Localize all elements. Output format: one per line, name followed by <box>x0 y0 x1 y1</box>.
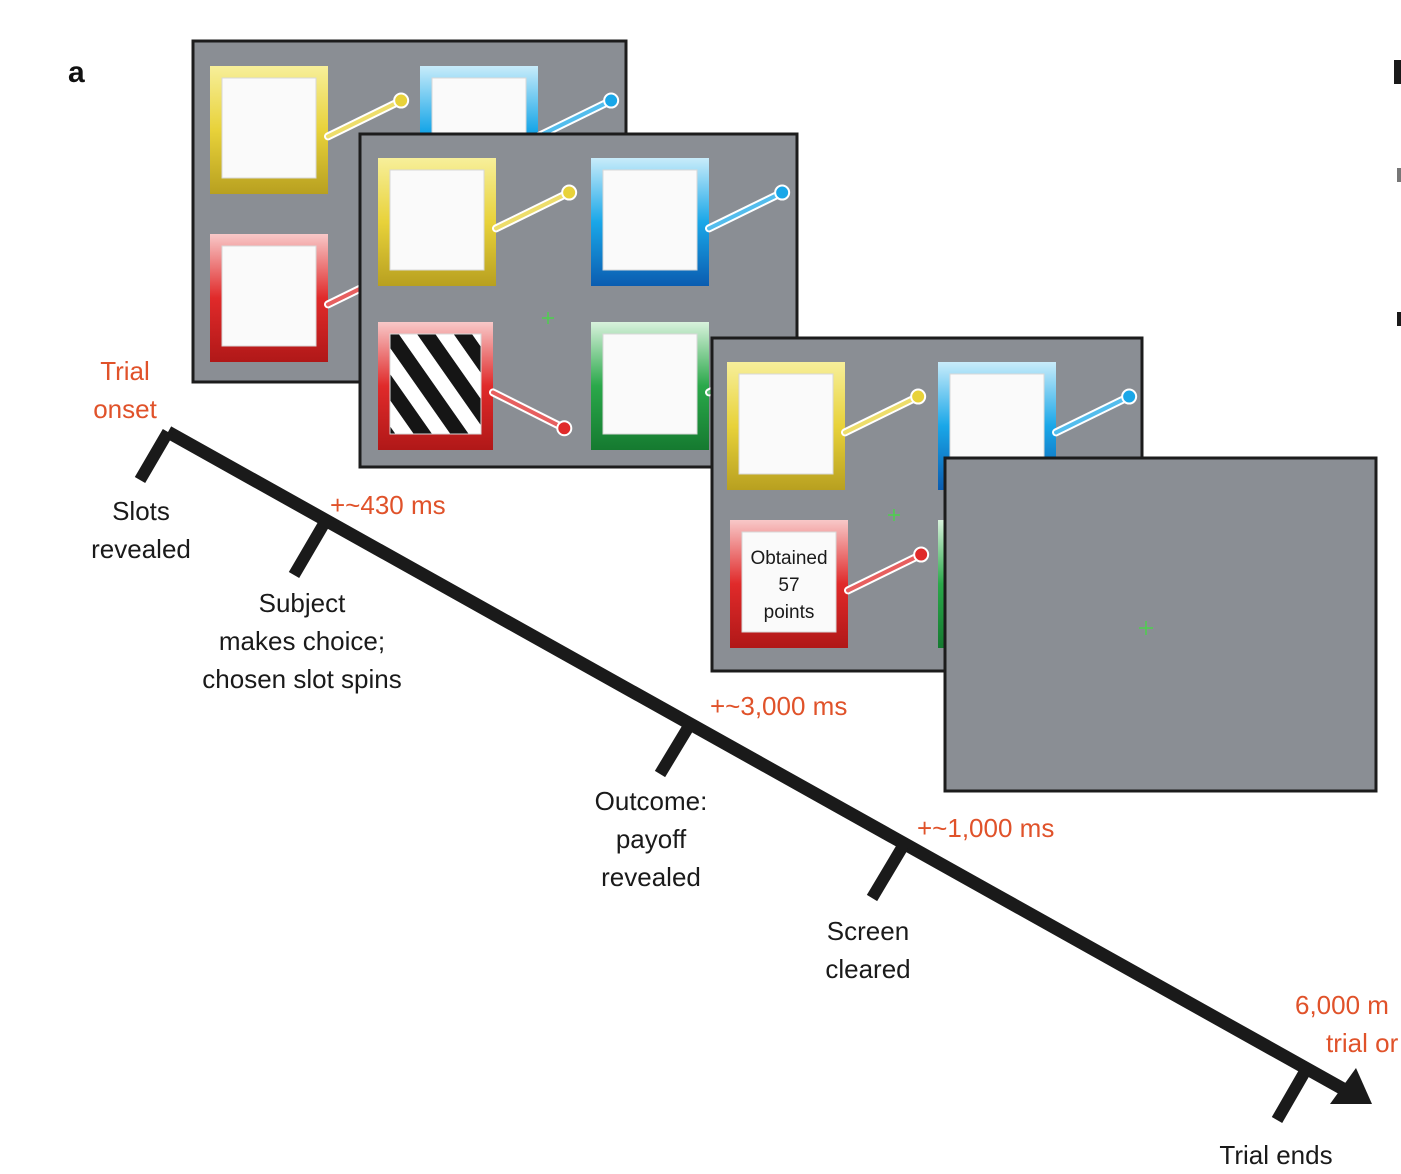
lever-knob <box>556 420 573 437</box>
slot-window <box>738 373 834 475</box>
cropped-panel-b-letter <box>1394 60 1401 84</box>
lever-arm <box>491 390 567 431</box>
slot-window <box>602 169 698 271</box>
slot-window <box>221 77 317 179</box>
event-outcome: Outcome: payoff revealed <box>594 786 708 892</box>
lever-knob <box>393 92 410 109</box>
red-slot-machine <box>378 322 573 450</box>
yellow-slot-machine <box>727 362 927 490</box>
lever-knob <box>561 184 578 201</box>
slot-window <box>389 169 485 271</box>
slot-window <box>602 333 698 435</box>
delay-1000: +~1,000 ms <box>917 813 1055 843</box>
tick-trial-ends <box>1271 1065 1313 1123</box>
cropped-panel-b-mark <box>1397 312 1401 326</box>
tick-cleared <box>866 842 909 902</box>
lever-knob <box>1121 388 1138 405</box>
delay-3000: +~3,000 ms <box>710 691 848 721</box>
lever-knob <box>603 92 620 109</box>
timeline-axis <box>134 426 1372 1123</box>
outcome-text: Obtained 57 points <box>750 548 828 623</box>
lever-arm <box>1054 394 1132 435</box>
fixation-cross <box>542 312 554 324</box>
red-slot-machine <box>730 520 930 648</box>
delay-6000: 6,000 m trial or <box>1295 990 1399 1058</box>
blue-slot-machine <box>591 158 791 286</box>
tick-choice <box>288 518 331 579</box>
tick-outcome <box>654 722 695 778</box>
slot-window <box>221 245 317 347</box>
delay-430: +~430 ms <box>330 490 446 520</box>
event-screen-cleared: Screen cleared <box>825 916 911 984</box>
event-trial-ends: Trial ends <box>1219 1140 1333 1170</box>
cropped-panel-b-mark <box>1397 168 1401 182</box>
slot-window <box>741 531 837 633</box>
yellow-slot-machine <box>210 66 410 194</box>
screen-4-cleared <box>943 456 1378 793</box>
lever-arm <box>494 190 572 231</box>
lever-arm <box>536 98 614 139</box>
timeline-arrowhead <box>1330 1068 1372 1104</box>
lever-knob <box>913 546 930 563</box>
fixation-cross <box>888 509 900 521</box>
trial-onset-label: Trial onset <box>93 356 157 424</box>
lever-knob <box>910 388 927 405</box>
lever-arm <box>326 98 404 139</box>
yellow-slot-machine <box>378 158 578 286</box>
event-slots-revealed: Slots revealed <box>91 496 191 564</box>
lever-knob <box>774 184 791 201</box>
fixation-cross <box>1139 621 1153 635</box>
panel-letter: a <box>68 56 85 89</box>
lever-arm <box>707 190 785 231</box>
event-subject-choice: Subject makes choice; chosen slot spins <box>202 588 402 694</box>
lever-arm <box>843 394 921 435</box>
lever-arm <box>846 552 924 593</box>
spinning-reel <box>389 333 482 435</box>
